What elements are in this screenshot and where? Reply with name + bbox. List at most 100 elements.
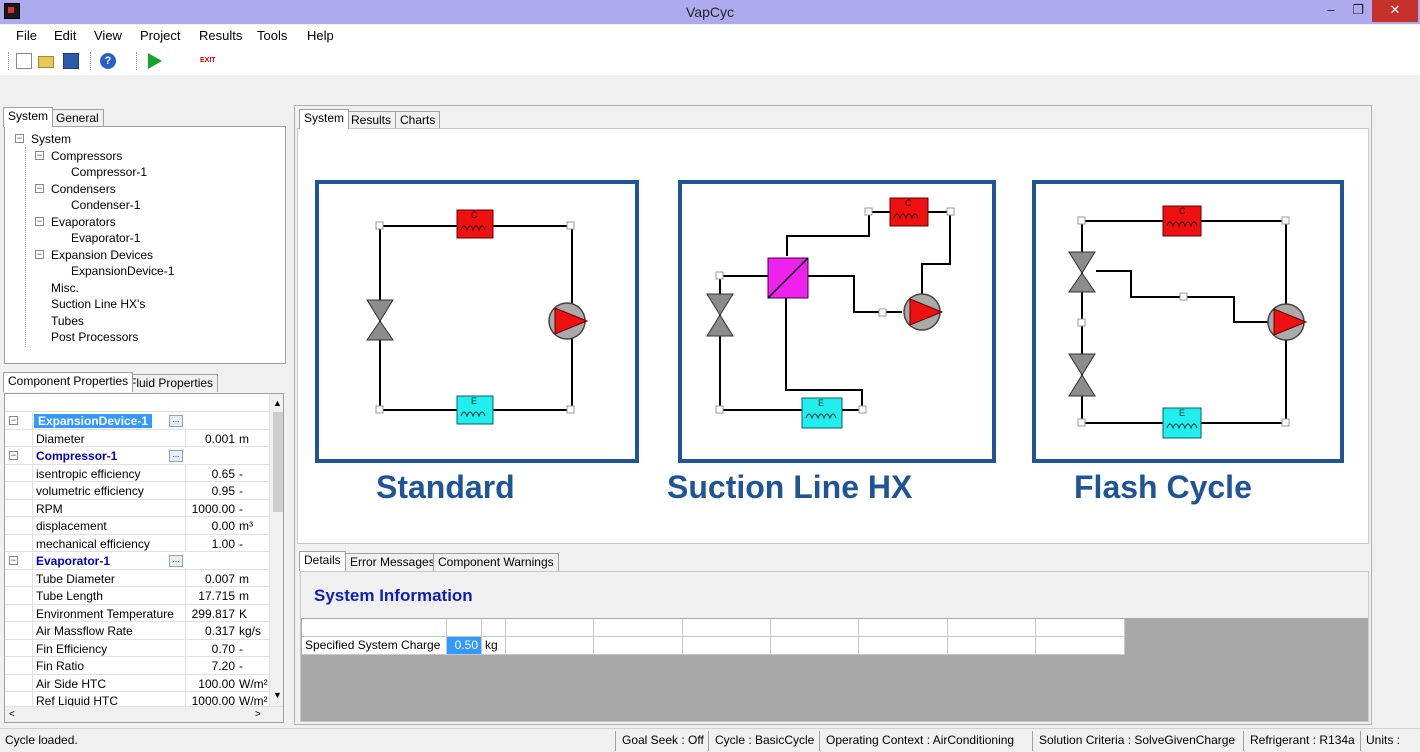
node[interactable]: [878, 308, 887, 317]
node[interactable]: [566, 405, 575, 414]
tree-node-condensers[interactable]: Condensers: [51, 182, 116, 196]
tab-main-charts[interactable]: Charts: [395, 111, 441, 129]
condenser-icon[interactable]: C: [1162, 205, 1202, 237]
tree-node-suction-line-hx[interactable]: Suction Line HX's: [51, 297, 146, 311]
node[interactable]: [1179, 292, 1188, 301]
help-icon[interactable]: ?: [100, 53, 116, 69]
node[interactable]: [566, 221, 575, 230]
tab-general[interactable]: General: [51, 109, 104, 127]
property-value[interactable]: 0.007: [204, 571, 235, 586]
scroll-up-icon[interactable]: ▲: [273, 398, 282, 408]
property-category[interactable]: −ExpansionDevice-1...: [5, 412, 269, 430]
open-folder-icon[interactable]: [38, 56, 54, 68]
app-icon[interactable]: [4, 3, 20, 19]
ellipsis-button[interactable]: ...: [169, 415, 183, 427]
property-value[interactable]: 0.70: [211, 641, 235, 656]
collapse-icon[interactable]: −: [15, 133, 24, 143]
new-file-icon[interactable]: [16, 53, 32, 69]
specified-system-charge-value[interactable]: 0.50: [447, 637, 482, 655]
ellipsis-button[interactable]: ...: [169, 450, 183, 462]
expansion-valve-icon[interactable]: [366, 299, 394, 341]
collapse-icon[interactable]: −: [9, 450, 18, 460]
slhx-cycle-label[interactable]: Suction Line HX: [667, 469, 913, 505]
tab-system[interactable]: System: [3, 107, 54, 127]
node[interactable]: [1077, 418, 1086, 427]
horizontal-scrollbar[interactable]: < >: [5, 706, 283, 722]
node[interactable]: [1281, 418, 1290, 427]
evaporator-icon[interactable]: E: [801, 397, 843, 429]
node[interactable]: [1281, 216, 1290, 225]
compressor-icon[interactable]: [1267, 303, 1308, 341]
collapse-icon[interactable]: −: [35, 216, 44, 226]
tree-node-compressors[interactable]: Compressors: [51, 149, 123, 163]
node[interactable]: [1077, 216, 1086, 225]
tree-node-expansion-devices[interactable]: Expansion Devices: [51, 248, 154, 262]
property-value[interactable]: 1000.00: [191, 501, 235, 516]
condenser-icon[interactable]: C: [889, 197, 929, 227]
flash-cycle-frame[interactable]: C E: [1032, 180, 1344, 463]
expansion-valve-icon[interactable]: [1068, 353, 1096, 397]
menu-help[interactable]: Help: [307, 28, 334, 43]
standard-cycle-frame[interactable]: C E: [315, 180, 639, 463]
title-bar[interactable]: VapCyc – ❐ ✕: [0, 0, 1420, 24]
property-value[interactable]: 17.715: [198, 589, 235, 603]
exit-icon[interactable]: EXIT: [200, 57, 216, 64]
tree-node-system[interactable]: System: [31, 132, 72, 146]
evaporator-icon[interactable]: E: [1162, 407, 1202, 439]
property-category[interactable]: −Evaporator-1...: [5, 552, 269, 570]
slhx-cycle-frame[interactable]: C E: [678, 180, 996, 463]
scroll-thumb[interactable]: [273, 412, 283, 512]
standard-cycle-label[interactable]: Standard: [376, 469, 515, 505]
tree-node-condenser-1[interactable]: Condenser-1: [71, 198, 141, 212]
property-value[interactable]: 0.317: [204, 624, 235, 638]
compressor-icon[interactable]: [548, 302, 589, 340]
tab-main-results[interactable]: Results: [346, 111, 397, 129]
node[interactable]: [946, 207, 955, 216]
menu-project[interactable]: Project: [140, 28, 181, 43]
scroll-right-icon[interactable]: >: [255, 709, 261, 720]
property-value[interactable]: 7.20: [211, 659, 235, 673]
tab-component-properties[interactable]: Component Properties: [3, 372, 134, 392]
property-value[interactable]: 1000.00: [191, 694, 235, 708]
collapse-icon[interactable]: −: [35, 183, 44, 193]
node[interactable]: [715, 405, 724, 414]
tab-main-system[interactable]: System: [299, 109, 350, 129]
property-value[interactable]: 0.95: [211, 484, 235, 498]
collapse-icon[interactable]: −: [35, 150, 44, 160]
property-category[interactable]: −Compressor-1...: [5, 447, 269, 465]
save-icon[interactable]: [63, 53, 79, 69]
node[interactable]: [1077, 318, 1086, 327]
scroll-down-icon[interactable]: ▼: [273, 690, 282, 700]
maximize-button[interactable]: ❐: [1352, 2, 1364, 17]
menu-tools[interactable]: Tools: [257, 28, 288, 43]
property-value[interactable]: 0.00: [211, 519, 235, 533]
close-button[interactable]: ✕: [1372, 0, 1418, 22]
run-icon[interactable]: [148, 53, 162, 69]
property-scrollbar[interactable]: ▲ ▼: [269, 394, 283, 706]
tree-node-post-processors[interactable]: Post Processors: [51, 330, 139, 344]
tab-details[interactable]: Details: [299, 551, 346, 571]
tab-error-messages[interactable]: Error Messages: [345, 553, 440, 571]
scroll-left-icon[interactable]: <: [9, 709, 15, 720]
tab-fluid-properties[interactable]: Fluid Properties: [124, 374, 219, 392]
tree-node-evaporator-1[interactable]: Evaporator-1: [71, 231, 141, 245]
compressor-icon[interactable]: [903, 293, 944, 331]
tree-node-compressor-1[interactable]: Compressor-1: [71, 165, 148, 179]
menu-edit[interactable]: Edit: [54, 28, 77, 43]
collapse-icon[interactable]: −: [9, 555, 18, 565]
menu-results[interactable]: Results: [199, 28, 243, 43]
node[interactable]: [715, 271, 724, 280]
suction-line-hx-icon[interactable]: [767, 257, 809, 299]
collapse-icon[interactable]: −: [9, 415, 18, 425]
menu-file[interactable]: File: [16, 28, 37, 43]
